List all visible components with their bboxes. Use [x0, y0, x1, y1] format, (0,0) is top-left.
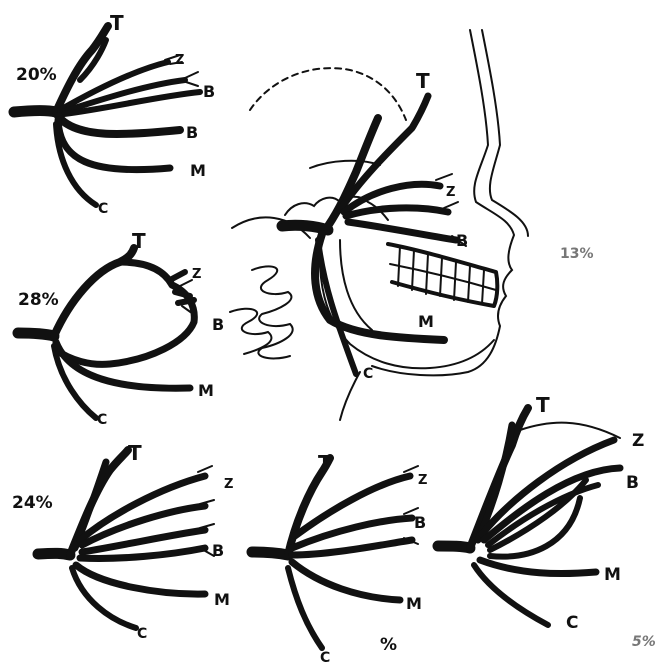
branching-pattern-type-3 — [38, 450, 214, 628]
type-5-label-c: C — [566, 613, 578, 633]
type-5-label-m: M — [604, 565, 621, 585]
branching-pattern-type-5 — [438, 408, 620, 625]
type-3-label-z: Z — [224, 477, 233, 492]
branching-pattern-type-1 — [14, 26, 200, 205]
head-profile-illustration — [230, 30, 528, 420]
type-1-label-b-lower: B — [186, 123, 198, 142]
type-4-label-z: Z — [418, 473, 427, 488]
type-2-label-t: T — [132, 229, 146, 253]
type-3-label-t: T — [128, 441, 142, 465]
type-2-label-z: Z — [192, 267, 201, 282]
branching-pattern-type-2 — [18, 248, 196, 418]
head-label-m: M — [418, 312, 434, 331]
type-4-labels: T Z B M C % — [318, 451, 427, 666]
type-2-label-b: B — [212, 315, 224, 334]
type-2-label-m: M — [198, 381, 214, 400]
type-1-label-b-upper: B — [203, 82, 215, 101]
type-5-label-b: B — [626, 473, 639, 493]
type-5-percentage: 5% — [632, 634, 656, 650]
head-label-t: T — [416, 69, 430, 93]
type-4-label-m: M — [406, 594, 422, 613]
type-3-label-b: B — [212, 541, 224, 560]
type-1-label-c: C — [98, 201, 108, 217]
branching-pattern-type-4 — [252, 458, 418, 648]
type-5-label-z: Z — [632, 431, 644, 451]
type-2-label-c: C — [97, 412, 107, 428]
teeth — [388, 244, 497, 306]
head-label-b: B — [456, 231, 468, 250]
type-1-percentage: 20% — [16, 65, 57, 85]
type-5-label-t: T — [536, 393, 550, 417]
type-1-label-m: M — [190, 161, 206, 180]
type-4-label-t: T — [318, 451, 332, 475]
type-3-percentage: 24% — [12, 493, 53, 513]
type-1-label-t: T — [110, 11, 124, 35]
type-4-label-b: B — [414, 513, 426, 532]
type-2-percentage: 28% — [18, 290, 59, 310]
type-3-label-c: C — [137, 626, 147, 642]
type-5-labels: T Z B M C 5% — [536, 393, 656, 650]
type-1-label-z: Z — [175, 53, 184, 68]
head-label-c: C — [363, 366, 373, 382]
head-percentage: 13% — [560, 246, 594, 262]
type-4-percentage: % — [380, 635, 397, 655]
type-4-label-c: C — [320, 650, 330, 666]
head-label-z: Z — [446, 185, 455, 200]
type-3-label-m: M — [214, 590, 230, 609]
